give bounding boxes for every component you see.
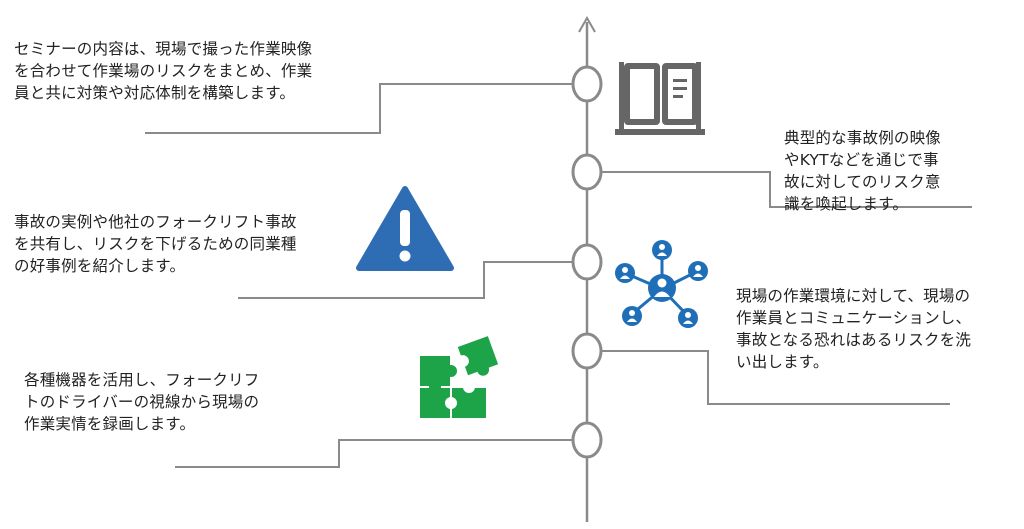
puzzle-icon (420, 336, 499, 418)
connector-step-3 (238, 261, 573, 299)
network-people-icon (615, 240, 708, 328)
timeline-node-2 (571, 153, 603, 191)
connector-step-5 (175, 439, 573, 468)
timeline-arrow-head (578, 15, 596, 33)
step-3-description: 事故の実例や他社のフォークリフト事故 を共有し、リスクを下げるための同業種 の好… (14, 213, 297, 275)
step-1-description: セミナーの内容は、現場で撮った作業映像 を合わせて作業場のリスクをまとめ、作業 … (14, 40, 313, 102)
timeline-node-3 (571, 243, 603, 281)
connector-step-2 (600, 171, 972, 208)
timeline-node-5 (571, 421, 603, 459)
step-5-description: 各種機器を活用し、フォークリフ トのドライバーの視線から現場の 作業実情を録画し… (24, 371, 260, 433)
step-2-description: 典型的な事故例の映像 やKYTなどを通じで事 故に対してのリスク意 識を喚起しま… (784, 129, 942, 213)
book-icon (615, 62, 705, 135)
connector-step-4 (600, 350, 950, 405)
timeline-node-4 (571, 332, 603, 370)
warning-icon (356, 186, 454, 271)
timeline-node-1 (571, 65, 603, 103)
connector-step-1 (145, 83, 573, 134)
step-4-description: 現場の作業環境に対して、現場の 作業員とコミュニケーションし、 事故となる恐れは… (736, 287, 972, 371)
